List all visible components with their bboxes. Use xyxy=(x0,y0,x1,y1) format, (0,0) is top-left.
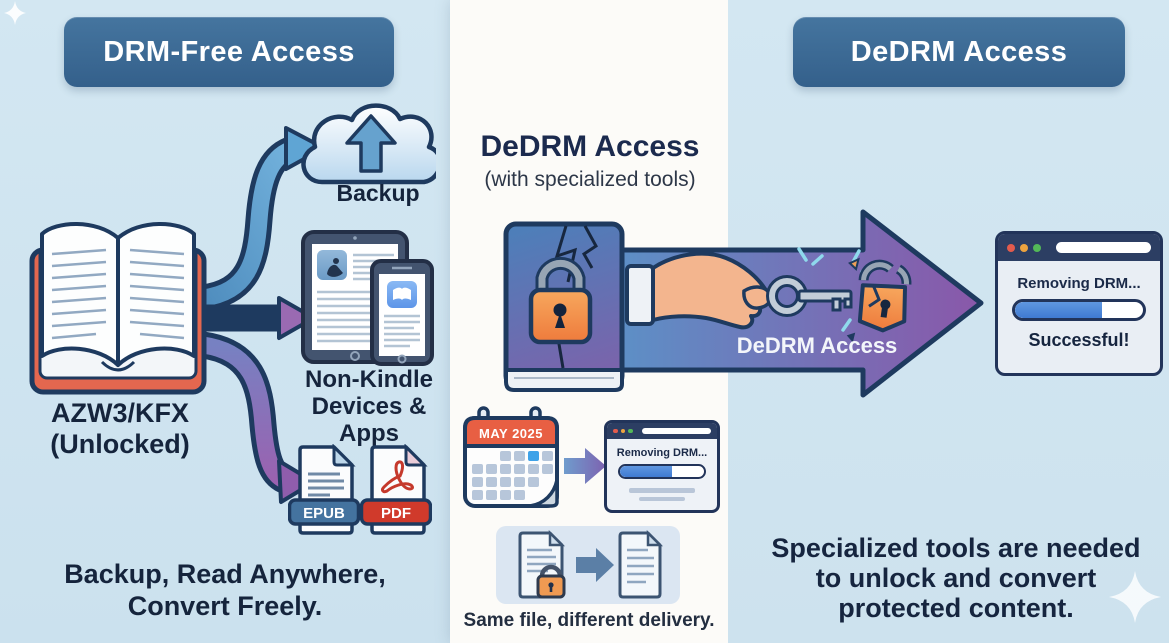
epub-badge: EPUB xyxy=(303,505,345,522)
sparkle-icon xyxy=(1109,571,1161,623)
dedrm-access-banner: DeDRM Access xyxy=(793,17,1125,87)
placeholder-line xyxy=(639,496,685,501)
calendar-icon: MAY 2025 xyxy=(463,406,559,508)
hand-with-key-icon xyxy=(625,251,853,330)
minimize-dot-icon xyxy=(1020,243,1028,252)
same-file-illustration xyxy=(496,526,680,604)
unlocked-doc-icon xyxy=(618,529,664,599)
broken-lock-icon xyxy=(846,257,912,343)
right-caption-line2: to unlock and convert xyxy=(815,563,1097,593)
browser-titlebar xyxy=(998,234,1160,261)
epub-file-icon: EPUB xyxy=(288,444,360,535)
book-format-label: AZW3/KFX (Unlocked) xyxy=(30,398,210,460)
dedrm-heading: DeDRM Access (with specialized tools) xyxy=(452,130,728,192)
devices-icon xyxy=(301,230,434,366)
arrow-to-devices xyxy=(203,296,316,340)
phone-icon xyxy=(370,259,434,366)
dedrm-subtitle: (with specialized tools) xyxy=(484,168,696,191)
result-browser-window: Removing DRM... Successful! xyxy=(995,231,1163,376)
close-dot-icon xyxy=(613,428,618,434)
removing-drm-status: Removing DRM... xyxy=(1017,275,1141,292)
transform-arrow-icon xyxy=(576,548,614,582)
left-caption-line1: Backup, Read Anywhere, xyxy=(64,559,386,589)
removing-drm-status: Removing DRM... xyxy=(616,447,708,459)
cloud-upload-icon xyxy=(301,103,436,185)
locked-doc-icon xyxy=(518,529,566,599)
left-caption-line2: Convert Freely. xyxy=(127,591,323,621)
mini-browser-titlebar xyxy=(607,423,717,439)
acrobat-logo xyxy=(381,460,414,494)
minimize-dot-icon xyxy=(620,428,625,434)
sparkle-icon xyxy=(4,1,26,25)
dedrm-arrow-scene: DeDRM Access xyxy=(503,209,984,398)
arrow-label: DeDRM Access xyxy=(737,333,898,358)
locked-book-icon xyxy=(503,221,625,392)
backup-label: Backup xyxy=(336,180,420,206)
mini-browser-window: Removing DRM... xyxy=(604,420,720,513)
same-file-caption: Same file, different delivery. xyxy=(463,610,715,631)
arrow-to-files xyxy=(200,331,316,504)
pdf-file-icon: PDF xyxy=(360,444,432,535)
success-status: Successful! xyxy=(1028,330,1130,350)
address-bar xyxy=(1056,242,1151,253)
pdf-badge: PDF xyxy=(381,505,411,522)
devices-line2: Devices & Apps xyxy=(311,393,427,447)
devices-label: Non-Kindle Devices & Apps xyxy=(280,366,458,447)
placeholder-line xyxy=(629,488,695,493)
upload-arrow-icon xyxy=(345,114,397,173)
drm-free-caption: Backup, Read Anywhere, Convert Freely. xyxy=(25,558,425,622)
zoom-dot-icon xyxy=(628,428,633,434)
dedrm-caption: Specialized tools are needed to unlock a… xyxy=(742,533,1169,623)
calendar-month: MAY 2025 xyxy=(479,426,543,441)
drm-free-access-banner: DRM-Free Access xyxy=(64,17,394,87)
progress-bar xyxy=(1012,299,1146,321)
right-caption-line3: protected content. xyxy=(838,593,1074,623)
small-arrow-icon xyxy=(564,448,606,484)
devices-line1: Non-Kindle xyxy=(305,366,433,393)
right-caption-line1: Specialized tools are needed xyxy=(771,533,1141,563)
calendar-days xyxy=(472,451,553,500)
close-dot-icon xyxy=(1007,243,1015,252)
zoom-dot-icon xyxy=(1033,243,1041,252)
open-book-icon xyxy=(29,222,207,395)
address-bar xyxy=(641,428,711,434)
progress-bar xyxy=(618,464,706,479)
book-format-line2: (Unlocked) xyxy=(50,429,190,459)
dedrm-title: DeDRM Access xyxy=(480,130,700,163)
book-format-line1: AZW3/KFX xyxy=(51,398,189,428)
